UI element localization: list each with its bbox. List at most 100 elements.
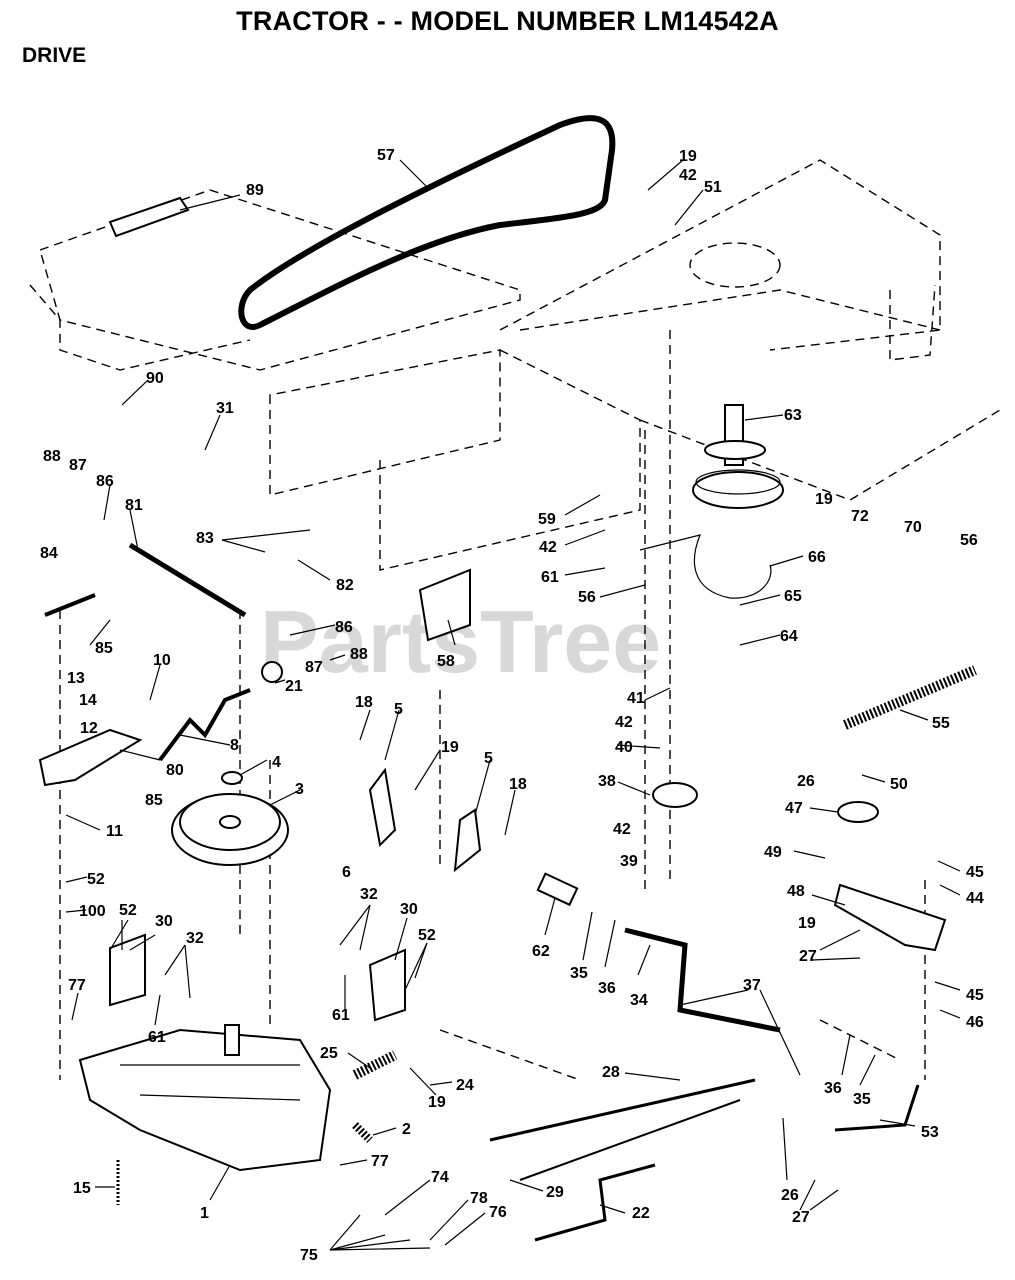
callout: 28	[602, 1064, 620, 1081]
callout: 52	[87, 871, 105, 888]
callout: 37	[743, 977, 761, 994]
callout: 55	[932, 715, 950, 732]
callout: 32	[186, 930, 204, 947]
clutch-rod	[489, 1078, 756, 1142]
callout: 10	[153, 652, 171, 669]
callout: 21	[285, 678, 303, 695]
callout: 18	[355, 694, 373, 711]
callout: 19	[428, 1094, 446, 1111]
callout: 76	[489, 1204, 507, 1221]
leader-lines	[65, 159, 961, 1251]
shift-knob	[261, 661, 283, 683]
callout: 42	[539, 539, 557, 556]
callout-labels: 57 89 19 42 51 90 31 63 88 87 86 81 83 8…	[40, 147, 984, 1264]
mount-plate-right	[368, 948, 406, 1022]
callout: 72	[851, 508, 869, 525]
callout: 59	[538, 511, 556, 528]
callout: 25	[320, 1045, 338, 1062]
callout: 46	[966, 1014, 984, 1031]
callout: 38	[598, 773, 616, 790]
callout: 53	[921, 1124, 939, 1141]
callout: 75	[300, 1247, 318, 1264]
callout: 77	[371, 1153, 389, 1170]
shift-bracket	[38, 728, 143, 787]
callout: 70	[904, 519, 922, 536]
callout: 19	[679, 148, 697, 165]
section-title: DRIVE	[22, 44, 87, 67]
callout: 34	[630, 992, 648, 1009]
callout: 66	[808, 549, 826, 566]
callout: 2	[402, 1121, 411, 1138]
callout: 27	[792, 1209, 810, 1226]
callout: 58	[437, 653, 455, 670]
callout: 86	[335, 619, 353, 636]
callout: 61	[332, 1007, 350, 1024]
callout: 47	[785, 800, 803, 817]
callout: 27	[799, 948, 817, 965]
idler-spring	[843, 665, 977, 730]
callout: 61	[541, 569, 559, 586]
callout: 19	[798, 915, 816, 932]
callout: 44	[966, 890, 984, 907]
callout: 84	[40, 545, 58, 562]
callout: 74	[431, 1169, 449, 1186]
callout: 26	[781, 1187, 799, 1204]
callout: 26	[797, 773, 815, 790]
callout: 19	[441, 739, 459, 756]
support-bracket-right	[453, 808, 482, 873]
callout: 56	[960, 532, 978, 549]
callout: 88	[43, 448, 61, 465]
callout: 3	[295, 781, 304, 798]
belt-guide	[639, 534, 772, 599]
callout: 19	[815, 491, 833, 508]
callout: 8	[230, 737, 239, 754]
callout: 29	[546, 1184, 564, 1201]
callout: 36	[824, 1080, 842, 1097]
callout: 51	[704, 179, 722, 196]
callout: 42	[615, 714, 633, 731]
drive-belt	[238, 115, 616, 330]
pedal-grip	[536, 872, 579, 907]
engine-pulley	[692, 404, 784, 509]
brake-spring	[352, 1050, 398, 1080]
support-bracket-left	[368, 767, 397, 848]
callout: 35	[570, 965, 588, 982]
callout: 5	[484, 750, 493, 767]
callout: 45	[966, 864, 984, 881]
callout: 48	[787, 883, 805, 900]
transmission-pulley	[171, 793, 289, 866]
flat-idler-pulley	[837, 801, 879, 823]
callout: 30	[155, 913, 173, 930]
callout: 88	[350, 646, 368, 663]
decal	[108, 196, 190, 238]
retaining-ring	[221, 771, 243, 785]
transaxle	[78, 1024, 332, 1172]
callout: 32	[360, 886, 378, 903]
return-spring	[352, 1122, 373, 1143]
callout: 65	[784, 588, 802, 605]
callout: 12	[80, 720, 98, 737]
callout: 50	[890, 776, 908, 793]
callout: 64	[780, 628, 798, 645]
callout: 6	[342, 864, 351, 881]
callout: 39	[620, 853, 638, 870]
callout: 57	[377, 147, 395, 164]
callout: 78	[470, 1190, 488, 1207]
callout: 56	[578, 589, 596, 606]
callout: 18	[509, 776, 527, 793]
callout: 14	[79, 692, 97, 709]
mounting-bracket	[418, 568, 471, 642]
brake-rod	[44, 593, 96, 617]
shift-lever-rod	[834, 1084, 920, 1132]
callout: 31	[216, 400, 234, 417]
callout: 85	[145, 792, 163, 809]
callout: 86	[96, 473, 114, 490]
shift-rod	[158, 688, 251, 762]
callout: 5	[394, 701, 403, 718]
callout: 52	[418, 927, 436, 944]
callout: 36	[598, 980, 616, 997]
callout: 41	[627, 690, 645, 707]
brake-linkage-rod	[519, 1099, 741, 1181]
callout: 62	[532, 943, 550, 960]
callout: 82	[336, 577, 354, 594]
